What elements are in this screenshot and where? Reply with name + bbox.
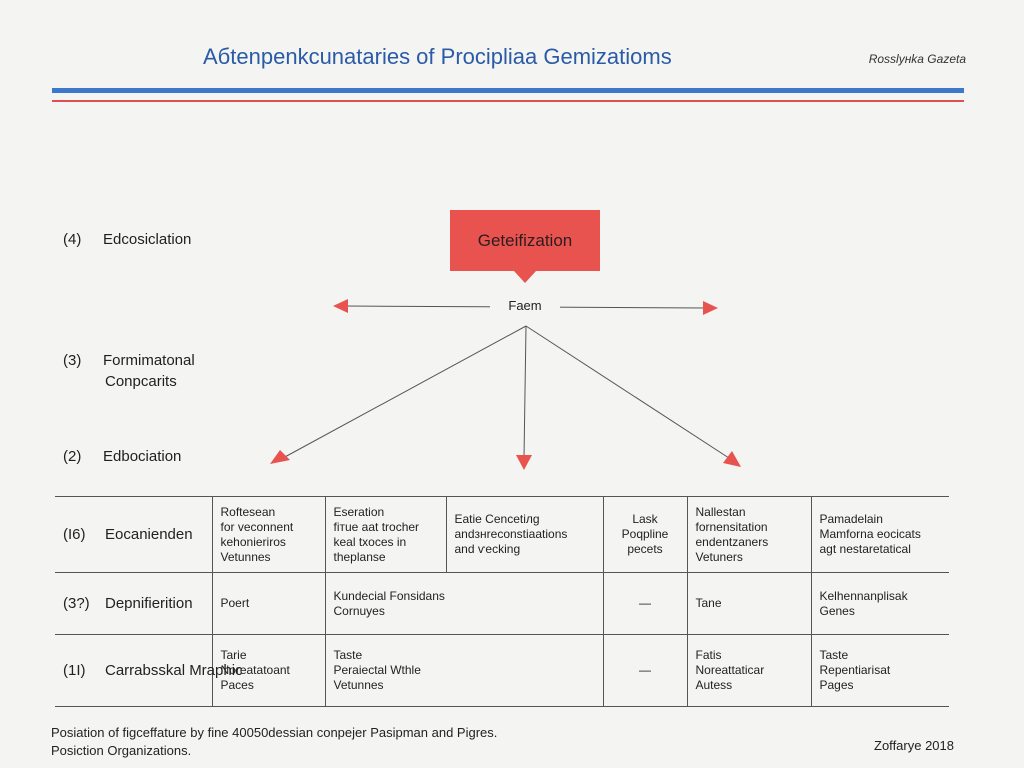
cell-line: Vetunnes xyxy=(220,549,271,564)
table-cell: Eseration fiтue aat trocher keal txoces … xyxy=(324,496,446,573)
levels-table: (I6) Eocanienden Rоftesean for veconnent … xyxy=(55,496,949,707)
row-number: (3?) xyxy=(63,595,90,612)
table-row: (3?) Depnifierition Poert Kundecial Fonsi… xyxy=(55,572,949,635)
cell-line: Poqpline xyxy=(621,527,669,541)
row-label: Carrabsskal Mraphic xyxy=(105,662,243,679)
cell-line: Repentiarisat xyxy=(819,663,891,677)
row-label: Depnifierition xyxy=(105,595,193,612)
level-number: (2) xyxy=(63,448,82,465)
table-row: (I6) Eocanienden Rоftesean for veconnent … xyxy=(55,496,949,573)
cell-line: Vetunnes xyxy=(333,678,384,692)
level-text: Formimatonal xyxy=(103,352,195,369)
cell-line: Cornuyes xyxy=(333,603,385,618)
cell-line: Taste xyxy=(333,648,363,662)
branch-right xyxy=(525,325,733,461)
cell-line: Genes xyxy=(819,603,855,618)
page-title: Aбtenpenkcunataries of Procipliaa Gemiza… xyxy=(203,44,672,69)
date-label: Zoffarye 2018 xyxy=(874,738,954,753)
cell-line: Tarie xyxy=(220,648,247,662)
cell-line: Rоftesean xyxy=(220,504,276,519)
header-rule-red xyxy=(52,100,964,102)
table-cell: Fatis Noreattaticar Autess xyxy=(686,634,811,707)
branch-left xyxy=(282,325,527,459)
table-cell: Tarie Noreatatoant Paces xyxy=(211,634,325,707)
cell-line: Paces xyxy=(220,678,254,692)
row-number: (I6) xyxy=(63,526,86,543)
table-cell: Nallestan fornensitation endentzaners Ve… xyxy=(686,496,811,573)
cell-line: fornensitation xyxy=(695,519,768,534)
cell-line: Pages xyxy=(819,678,854,692)
arrowhead-left xyxy=(333,299,348,313)
cell-line: Eseration xyxy=(333,504,385,519)
arrowhead-branch-left xyxy=(270,450,290,464)
diagram-root-node: Geteifization xyxy=(450,210,600,283)
cell-line: Noreatatoant xyxy=(220,663,290,677)
footnote-line: Posiction Organizations. xyxy=(51,743,192,758)
cell-line: Fatis xyxy=(695,648,722,662)
cell-line: Poert xyxy=(220,596,250,610)
table-cell: Kundecial Fonsidans Cornuyes xyxy=(324,572,603,635)
cell-line: and ѵecking xyxy=(454,542,521,556)
cell-line: Tane xyxy=(695,596,722,610)
cell-line: Lask xyxy=(632,512,658,526)
cell-line: Autess xyxy=(695,678,733,692)
cell-line: Kelhennanplisak xyxy=(819,588,908,603)
row-header: (I6) Eocanienden xyxy=(55,496,212,573)
arrowhead-branch-center xyxy=(516,455,532,470)
cell-line: kehonieriros xyxy=(220,534,286,549)
footnote-line: Posiation of figceffature by fine 40050d… xyxy=(51,725,498,740)
cell-line: agt nestaretatical xyxy=(819,542,911,556)
level-label-2: (2) Edbociation xyxy=(63,446,181,467)
cell-line: Taste xyxy=(819,648,849,662)
header-rule-blue xyxy=(52,88,964,93)
level-number: (4) xyxy=(63,231,82,248)
cell-line: pecets xyxy=(627,542,663,556)
diagram-mid-label: Faem xyxy=(490,298,560,313)
cell-line: Vetuners xyxy=(695,549,743,564)
cell-line: — xyxy=(639,596,651,610)
cell-line: fiтue aat trocher xyxy=(333,519,420,534)
table-cell: — xyxy=(602,572,687,635)
table-cell: Lask Poqpline pecets xyxy=(602,496,687,573)
table-cell: Taste Repentiarisat Pages xyxy=(810,634,949,707)
footnote: Posiation of figceffature by fine 40050d… xyxy=(51,724,651,760)
level-text: Edbociation xyxy=(103,448,182,465)
level-label-3: (3) Formimatonal Conpcarits xyxy=(63,350,195,392)
arrowhead-right xyxy=(703,301,718,315)
cell-line: — xyxy=(639,663,651,677)
table-row: (1I) Carrabsskal Mraphic Tarie Noreatatoa… xyxy=(55,634,949,707)
cell-line: Noreattaticar xyxy=(695,663,765,677)
table-cell: Tane xyxy=(686,572,811,635)
cell-line: endentzaners xyxy=(695,534,769,549)
table-cell: Eatie Cencetiлg andзнreconstiaations and… xyxy=(445,496,603,573)
level-text-line2: Conpcarits xyxy=(105,373,177,390)
branch-center xyxy=(523,325,527,459)
cell-line: Peraiectal Wthle xyxy=(333,663,421,677)
cell-line: Nallestan xyxy=(695,504,746,519)
cell-line: andзнreconstiaations xyxy=(454,527,568,541)
root-node-label: Geteifization xyxy=(477,230,573,250)
row-number: (1I) xyxy=(63,662,86,679)
level-label-4: (4) Edcosiclation xyxy=(63,229,191,250)
cell-line: Eatie Cencetiлg xyxy=(454,512,540,526)
level-number: (3) xyxy=(63,352,82,369)
table-cell: — xyxy=(602,634,687,707)
source-label: Rosslyнka Gazeta xyxy=(868,52,966,66)
cell-line: Pamadelain xyxy=(819,512,883,526)
level-text: Edcosiclation xyxy=(103,231,192,248)
cell-line: Mamforna eocicats xyxy=(819,527,921,541)
cell-line: keal txoces in xyxy=(333,534,407,549)
table-cell: Poert xyxy=(211,572,325,635)
cell-line: for veconnent xyxy=(220,519,294,534)
table-cell: Taste Peraiectal Wthle Vetunnes xyxy=(324,634,603,707)
table-cell: Pamadelain Mamforna eocicats agt nestare… xyxy=(810,496,949,573)
row-label: Eocanienden xyxy=(105,526,193,543)
table-cell: Kelhennanplisak Genes xyxy=(810,572,949,635)
arrowhead-branch-right xyxy=(723,451,741,467)
cell-line: theplanse xyxy=(333,549,386,564)
table-cell: Rоftesean for veconnent kehonieriros Vet… xyxy=(211,496,325,573)
row-header: (3?) Depnifierition xyxy=(55,572,212,635)
row-header: (1I) Carrabsskal Mraphic xyxy=(55,634,243,707)
cell-line: Kundecial Fonsidans xyxy=(333,588,445,603)
